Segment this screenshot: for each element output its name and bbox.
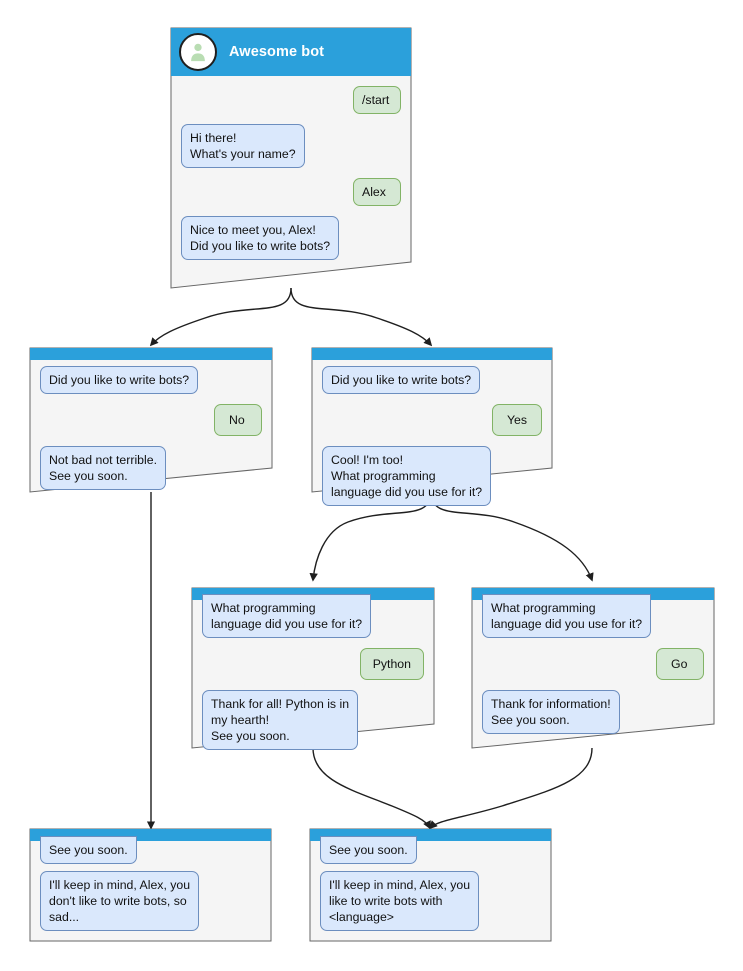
node-yes-branch-messages: Did you like to write bots? Yes Cool! I'… bbox=[312, 360, 552, 506]
bot-message-bubble[interactable]: Hi there! What's your name? bbox=[181, 124, 305, 168]
node-end-no[interactable]: See you soon. I'll keep in mind, Alex, y… bbox=[29, 828, 272, 942]
bot-message-bubble[interactable]: Did you like to write bots? bbox=[322, 366, 481, 394]
edge-go-to-end bbox=[428, 747, 593, 830]
message-row: What programming language did you use fo… bbox=[482, 594, 704, 638]
node-go-branch-messages: What programming language did you use fo… bbox=[472, 594, 714, 734]
bot-message-bubble[interactable]: I'll keep in mind, Alex, you don't like … bbox=[40, 871, 200, 931]
message-row: Not bad not terrible. See you soon. bbox=[40, 446, 262, 490]
node-end-yes[interactable]: See you soon. I'll keep in mind, Alex, y… bbox=[309, 828, 552, 942]
node-start-messages: /start Hi there! What's your name? Alex … bbox=[171, 76, 411, 260]
user-message-bubble[interactable]: Python bbox=[359, 648, 424, 680]
message-row: Python bbox=[202, 648, 424, 680]
bot-message-bubble[interactable]: See you soon. bbox=[40, 836, 137, 864]
bot-message-bubble[interactable]: I'll keep in mind, Alex, you like to wri… bbox=[320, 871, 480, 931]
user-message-bubble[interactable]: /start bbox=[353, 86, 401, 114]
user-message-bubble[interactable]: Go bbox=[656, 648, 704, 680]
message-row: Thank for information! See you soon. bbox=[482, 690, 704, 734]
message-row: Did you like to write bots? bbox=[322, 366, 542, 394]
message-row: See you soon. bbox=[40, 836, 261, 864]
node-no-branch-messages: Did you like to write bots? No Not bad n… bbox=[30, 360, 272, 490]
bot-message-bubble[interactable]: Cool! I'm too! What programming language… bbox=[322, 446, 492, 506]
bot-message-bubble[interactable]: Not bad not terrible. See you soon. bbox=[40, 446, 167, 490]
bot-message-bubble[interactable]: What programming language did you use fo… bbox=[202, 594, 372, 638]
message-row: Thank for all! Python is in my hearth! S… bbox=[202, 690, 424, 750]
message-row: Alex bbox=[181, 178, 401, 206]
message-row: Nice to meet you, Alex! Did you like to … bbox=[181, 216, 401, 260]
message-row: What programming language did you use fo… bbox=[202, 594, 424, 638]
node-no-branch[interactable]: Did you like to write bots? No Not bad n… bbox=[29, 347, 273, 493]
node-python-branch[interactable]: What programming language did you use fo… bbox=[191, 587, 435, 750]
user-message-bubble[interactable]: Alex bbox=[353, 178, 401, 206]
bot-message-bubble[interactable]: Thank for all! Python is in my hearth! S… bbox=[202, 690, 359, 750]
node-go-branch[interactable]: What programming language did you use fo… bbox=[471, 587, 715, 749]
message-row: See you soon. bbox=[320, 836, 541, 864]
node-end-yes-messages: See you soon. I'll keep in mind, Alex, y… bbox=[310, 836, 551, 931]
person-avatar-icon bbox=[179, 33, 217, 71]
bot-message-bubble[interactable]: Nice to meet you, Alex! Did you like to … bbox=[181, 216, 340, 260]
node-start[interactable]: Awesome bot /start Hi there! What's your… bbox=[170, 27, 412, 289]
bot-message-bubble[interactable]: See you soon. bbox=[320, 836, 417, 864]
message-row: /start bbox=[181, 86, 401, 114]
message-row: Did you like to write bots? bbox=[40, 366, 262, 394]
bot-message-bubble[interactable]: What programming language did you use fo… bbox=[482, 594, 652, 638]
message-row: No bbox=[40, 404, 262, 436]
message-row: Cool! I'm too! What programming language… bbox=[322, 446, 542, 506]
bot-name-label: Awesome bot bbox=[229, 44, 325, 60]
user-message-bubble[interactable]: No bbox=[214, 404, 262, 436]
edge-python-to-end bbox=[312, 747, 431, 830]
bot-message-bubble[interactable]: Thank for information! See you soon. bbox=[482, 690, 620, 734]
node-no-branch-titlebar bbox=[30, 348, 272, 360]
message-row: I'll keep in mind, Alex, you like to wri… bbox=[320, 871, 541, 931]
edge-start-to-no bbox=[149, 287, 292, 347]
user-message-bubble[interactable]: Yes bbox=[491, 404, 542, 436]
node-python-branch-messages: What programming language did you use fo… bbox=[192, 594, 434, 750]
message-row: I'll keep in mind, Alex, you don't like … bbox=[40, 871, 261, 931]
message-row: Hi there! What's your name? bbox=[181, 124, 401, 168]
edge-start-to-yes bbox=[290, 287, 433, 347]
node-end-no-messages: See you soon. I'll keep in mind, Alex, y… bbox=[30, 836, 271, 931]
message-row: Yes bbox=[322, 404, 542, 436]
node-start-titlebar: Awesome bot bbox=[171, 28, 411, 76]
bot-message-bubble[interactable]: Did you like to write bots? bbox=[40, 366, 199, 394]
node-yes-branch[interactable]: Did you like to write bots? Yes Cool! I'… bbox=[311, 347, 553, 506]
message-row: Go bbox=[482, 648, 704, 680]
node-yes-branch-titlebar bbox=[312, 348, 552, 360]
